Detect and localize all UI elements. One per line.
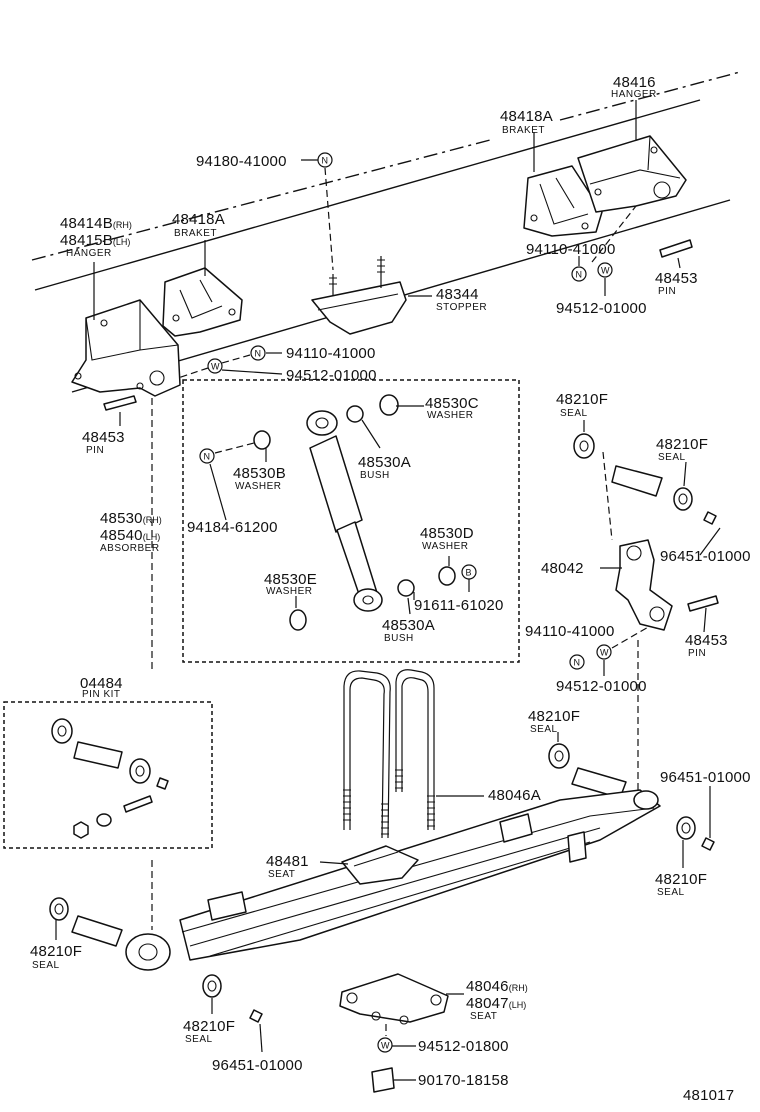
- label-bush-top-name: BUSH: [360, 470, 390, 481]
- label-pin-rear: 48453: [655, 270, 698, 287]
- label-fitting-2: 96451-01000: [660, 769, 751, 786]
- label-front-bracket-name: BRAKET: [174, 228, 217, 239]
- label-front-hanger-rh: 48414B(RH): [60, 215, 132, 232]
- assembly-link-lines: [151, 398, 639, 930]
- nut-symbol: N: [576, 270, 583, 280]
- label-washer-c: 48530C: [425, 395, 479, 412]
- label-washer-rear: 94512-01000: [556, 300, 647, 317]
- label-absorber-bolt: 91611-61020: [414, 597, 504, 614]
- label-nut-front: 94110-41000: [286, 345, 376, 362]
- absorber-group-box: [182, 379, 520, 663]
- label-washer-d: 48530D: [420, 525, 474, 542]
- label-shackle-pin: 48453: [685, 632, 728, 649]
- label-pin-rear-name: PIN: [658, 286, 676, 297]
- label-seal-1: 48210F: [556, 391, 608, 408]
- label-shackle-washer: 94512-01000: [556, 678, 647, 695]
- label-lower-seat-name: SEAT: [470, 1011, 497, 1022]
- label-u-bolt: 48046A: [488, 787, 541, 804]
- label-pin-kit-name: PIN KIT: [82, 689, 121, 700]
- label-fitting-bottom: 96451-01000: [212, 1057, 303, 1074]
- frame-fasteners: N N W N W: [103, 152, 693, 411]
- label-washer-d-name: WASHER: [422, 541, 469, 552]
- label-rear-bracket: 48418A: [500, 108, 553, 125]
- pin-kit-drawing: [51, 718, 169, 839]
- label-shackle-pin-name: PIN: [688, 648, 706, 659]
- label-seal-3-name: SEAL: [530, 724, 558, 735]
- washer-symbol: W: [211, 362, 220, 372]
- u-bolt-drawing: [343, 669, 435, 839]
- label-pin-front-name: PIN: [86, 445, 104, 456]
- label-absorber-lh: 48540(LH): [100, 527, 160, 544]
- label-lower-seat-lh: 48047(LH): [466, 995, 526, 1012]
- label-absorber-rh: 48530(RH): [100, 510, 162, 527]
- stopper-drawing: [311, 256, 407, 335]
- washer-symbol: W: [601, 266, 610, 276]
- label-nut-lower: 90170-18158: [418, 1072, 509, 1089]
- label-shackle: 48042: [541, 560, 584, 577]
- label-seal-2-name: SEAL: [658, 452, 686, 463]
- label-seal-left: 48210F: [30, 943, 82, 960]
- label-pin-kit: 04484: [80, 675, 123, 692]
- washer-symbol: W: [381, 1041, 390, 1051]
- label-washer-lower: 94512-01800: [418, 1038, 509, 1055]
- label-washer-b: 48530B: [233, 465, 286, 482]
- label-front-bracket: 48418A: [172, 211, 225, 228]
- rear-hanger-drawing: [577, 135, 687, 213]
- nut-symbol: N: [574, 658, 581, 668]
- rear-bracket-drawing: [523, 165, 603, 237]
- label-absorber-nut: 94184-61200: [187, 519, 278, 536]
- label-seal-bottom: 48210F: [183, 1018, 235, 1035]
- label-seal-4: 48210F: [655, 871, 707, 888]
- leader-lines: [55, 100, 721, 1081]
- label-rear-bracket-name: BRAKET: [502, 125, 545, 136]
- label-rear-hanger-name: HANGER: [611, 89, 657, 100]
- label-bush-bottom: 48530A: [382, 617, 435, 634]
- label-front-hanger-lh: 48415B(LH): [60, 232, 130, 249]
- label-washer-b-name: WASHER: [235, 481, 282, 492]
- label-washer-e-name: WASHER: [266, 586, 313, 597]
- label-front-hanger-name: HANGER: [66, 248, 112, 259]
- label-nut-top: 94180-41000: [196, 153, 287, 170]
- washer-symbol: W: [600, 648, 609, 658]
- diagram-code: 481017: [683, 1087, 734, 1104]
- label-seal-2: 48210F: [656, 436, 708, 453]
- label-absorber-name: ABSORBER: [100, 543, 160, 554]
- label-bush-bottom-name: BUSH: [384, 633, 414, 644]
- label-stopper-name: STOPPER: [436, 302, 487, 313]
- nut-symbol: N: [322, 156, 329, 166]
- label-nut-rear: 94110-41000: [526, 241, 616, 258]
- label-fitting-1: 96451-01000: [660, 548, 751, 565]
- label-seal-1-name: SEAL: [560, 408, 588, 419]
- front-hanger-drawing: [71, 299, 181, 397]
- label-pin-front: 48453: [82, 429, 125, 446]
- label-seal-bottom-name: SEAL: [185, 1034, 213, 1045]
- label-stopper: 48344: [436, 286, 479, 303]
- label-bush-top: 48530A: [358, 454, 411, 471]
- nut-symbol: N: [255, 349, 262, 359]
- label-washer-e: 48530E: [264, 571, 317, 588]
- lower-seat-drawing: W: [339, 973, 449, 1093]
- label-lower-seat-rh: 48046(RH): [466, 978, 528, 995]
- label-seat-top-name: SEAT: [268, 869, 295, 880]
- label-seal-3: 48210F: [528, 708, 580, 725]
- label-seal-left-name: SEAL: [32, 960, 60, 971]
- nut-symbol: N: [204, 452, 211, 462]
- label-washer-c-name: WASHER: [427, 410, 474, 421]
- leaf-spring-drawing: [49, 789, 661, 1023]
- label-rear-hanger: 48416: [613, 74, 656, 91]
- bolt-symbol: B: [466, 568, 472, 578]
- shackle-drawing: N W: [548, 433, 719, 851]
- label-seal-4-name: SEAL: [657, 887, 685, 898]
- label-washer-front: 94512-01000: [286, 367, 377, 384]
- absorber-drawing: N B: [199, 394, 477, 631]
- label-shackle-nut: 94110-41000: [525, 623, 615, 640]
- front-bracket-drawing: [162, 267, 243, 337]
- pin-kit-box: [3, 701, 213, 849]
- label-seat-top: 48481: [266, 853, 309, 870]
